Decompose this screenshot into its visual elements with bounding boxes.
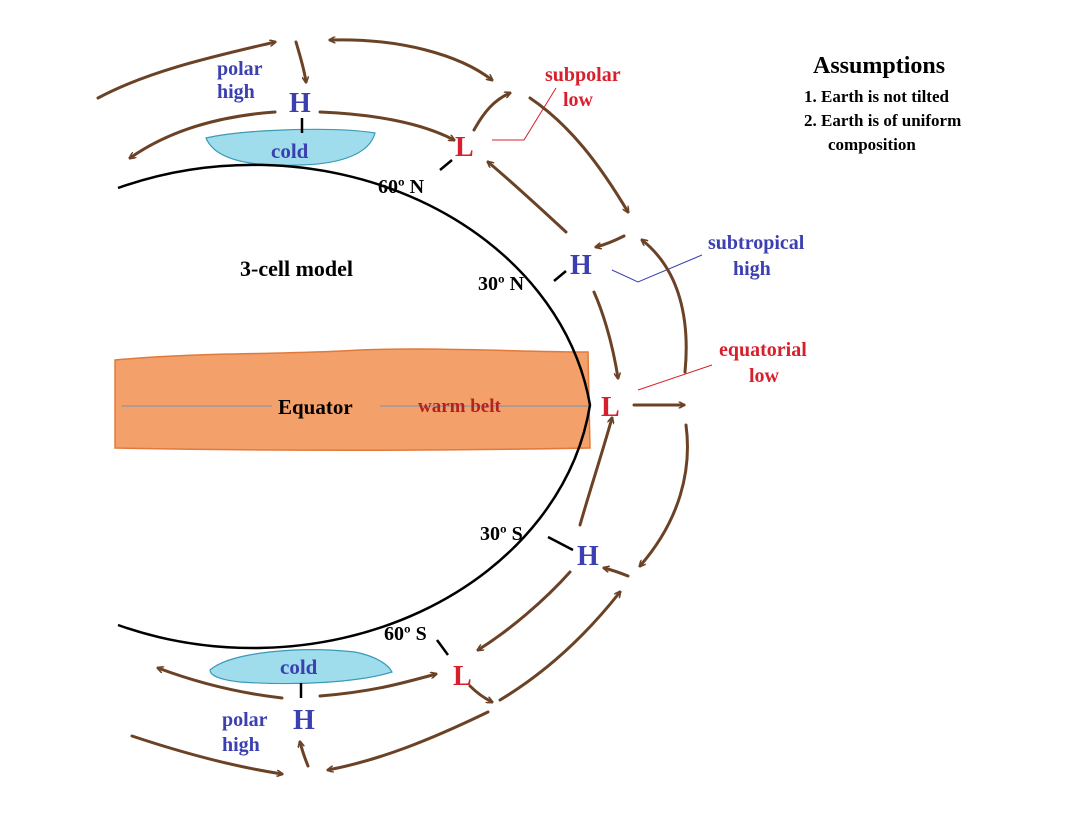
arrow-descent-subtropical-north: [596, 234, 626, 247]
subtropical-high-label-1: subtropical: [708, 232, 805, 254]
equatorial-connector: [637, 364, 713, 391]
equatorial-low-L: L: [601, 392, 620, 423]
arrow-surface-polar-east: [318, 110, 454, 142]
arrow-upper-return-south: [328, 710, 490, 770]
north-ice-cap: [205, 128, 376, 166]
subtropical-high-label-2: high: [733, 258, 771, 280]
subpolar-connector: [492, 87, 557, 141]
polar-high-south-H: H: [293, 705, 315, 736]
polar-high-south-label-2: high: [222, 734, 260, 756]
arrow-rise-subpolar-north: [472, 93, 510, 132]
arrow-polar-outflow-north: [96, 42, 275, 100]
subtropical-connector: [611, 254, 703, 283]
arrow-descent-polar-north: [294, 40, 306, 82]
equatorial-low-label-1: equatorial: [719, 339, 807, 361]
lat-60n: 60º N: [378, 176, 425, 198]
arrow-trade-north: [592, 290, 618, 378]
subpolar-low-north-L: L: [455, 132, 474, 163]
arrow-surface-subtropical-to-subpolar-south: [478, 570, 572, 650]
arrow-descent-subtropical-south: [604, 568, 630, 578]
polar-high-north-label-1: polar: [217, 58, 263, 80]
subtropical-high-south-H: H: [577, 541, 599, 572]
arrow-surface-subtropical-to-subpolar: [488, 162, 568, 234]
lat-60s: 60º S: [384, 623, 427, 645]
arrow-polar-outflow-south: [130, 734, 282, 774]
assumption-2-cont: composition: [828, 135, 916, 154]
arrow-descent-polar-south: [300, 742, 310, 768]
cold-label-north: cold: [271, 139, 309, 163]
arrow-surface-polar-east-south: [318, 674, 436, 698]
arrow-trade-south: [578, 418, 612, 527]
lat-30s: 30º S: [480, 523, 523, 545]
circulation-arrows-south: [130, 418, 689, 774]
cold-label-south: cold: [280, 655, 318, 679]
assumption-1: 1. Earth is not tilted: [804, 87, 950, 106]
arrow-subpolar-to-subtropical-upper: [528, 96, 628, 212]
lat-30n: 30º N: [478, 273, 525, 295]
subpolar-low-south-L: L: [453, 661, 472, 692]
earth-outline: [117, 163, 592, 650]
arrow-surface-polar-west: [130, 110, 277, 158]
arrow-upper-subtropical-south: [640, 423, 689, 566]
equator-label: Equator: [278, 395, 353, 419]
diagram-title: 3-cell model: [240, 256, 353, 281]
arrow-upper-subpolar-to-subtropical-south: [498, 592, 620, 702]
warm-belt: [114, 348, 591, 452]
assumptions-heading: Assumptions: [813, 53, 945, 79]
warm-belt-label: warm belt: [418, 396, 502, 417]
tick-30n: [553, 270, 567, 282]
tick-60n: [439, 159, 453, 171]
arrow-surface-polar-west-south: [158, 668, 284, 700]
polar-high-north-label-2: high: [217, 81, 255, 103]
subpolar-low-label-2: low: [563, 89, 594, 111]
polar-high-south-label-1: polar: [222, 709, 268, 731]
tick-60s: [435, 639, 450, 656]
arrow-rise-subpolar-south: [468, 684, 492, 704]
circulation-arrows: [96, 40, 688, 405]
tick-30s: [547, 535, 574, 552]
arrow-upper-subtropical-north: [642, 240, 688, 374]
assumption-2: 2. Earth is of uniform: [804, 111, 961, 130]
subpolar-low-label-1: subpolar: [545, 64, 621, 86]
polar-high-north-H: H: [289, 88, 311, 119]
south-ice-cap: [209, 649, 393, 685]
arrow-upper-return-north: [328, 40, 492, 80]
subtropical-high-north-H: H: [570, 250, 592, 281]
equatorial-low-label-2: low: [749, 365, 780, 387]
